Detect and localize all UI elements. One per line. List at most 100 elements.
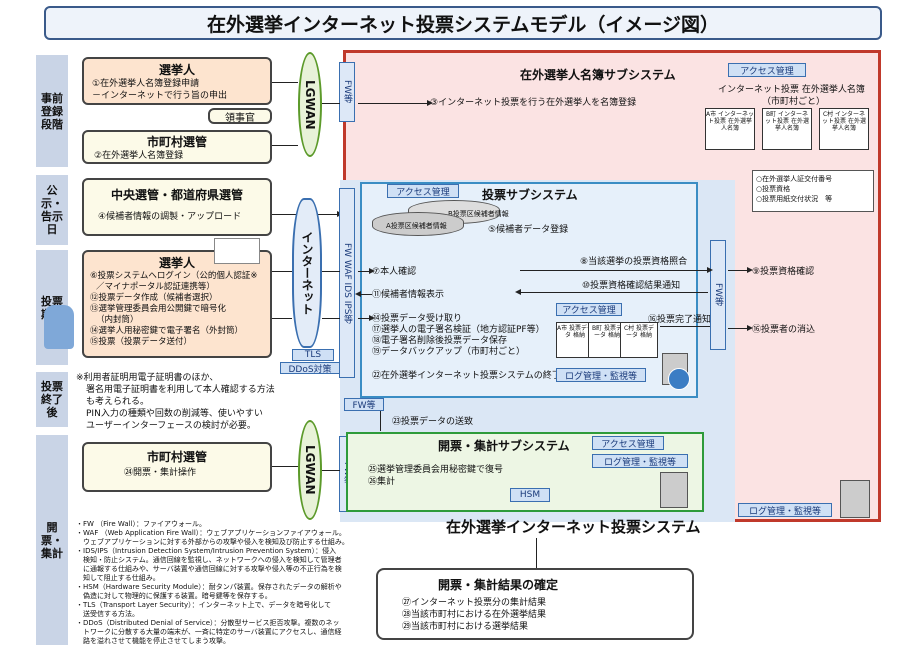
step-23: ㉓投票データの送致 bbox=[392, 417, 474, 427]
consulate-box: 領事官 bbox=[208, 108, 272, 124]
step-22: ㉒在外選挙インターネット投票システムの終了 bbox=[372, 371, 561, 381]
arrow-step11 bbox=[355, 291, 372, 297]
db-a bbox=[372, 212, 464, 236]
glossary-3: ウェブアプリケーションに対する外部からの攻撃や侵入を検知及び防止する仕組み。 bbox=[76, 538, 349, 546]
voter2-title: 選挙人 bbox=[158, 256, 195, 270]
glossary-11: 送受信する方法。 bbox=[76, 610, 139, 618]
registry-title: 在外選挙人名簿サブシステム bbox=[520, 68, 676, 82]
step-9: ⑨投票資格確認 bbox=[752, 267, 815, 277]
arrow-step23 bbox=[380, 411, 381, 431]
arrow-step14 bbox=[358, 315, 375, 321]
city2-title: 市町村選管 bbox=[146, 450, 207, 464]
city-line1: ②在外選挙人名簿登録 bbox=[94, 151, 184, 161]
note-3: も考えられる。 bbox=[86, 397, 150, 407]
lgwan-bottom: LGWAN bbox=[298, 420, 322, 520]
step-17: ⑰選挙人の電子署名検証（地方認証PF等） bbox=[372, 325, 545, 335]
city-box-2: 市町村選管 ㉔開票・集計操作 bbox=[82, 442, 272, 492]
voter-box-1: 選挙人 ①在外選挙人名簿登録申請 －インターネットで行う旨の申出 bbox=[82, 57, 272, 105]
link-city-lgwan bbox=[272, 145, 298, 146]
registry-info-box: ○在外選挙人証交付番号 ○投票資格 ○投票用紙交付状況 等 bbox=[752, 170, 874, 212]
count-title: 開票・集計サブシステム bbox=[438, 439, 570, 453]
link-city2-lgwan bbox=[272, 466, 298, 467]
result-box: 開票・集計結果の確定 ㉗インターネット投票分の集計結果 ㉘当該市町村における在外… bbox=[376, 568, 694, 640]
link-lgwan-fw bbox=[322, 103, 340, 104]
phase-count: 開票・集計 bbox=[36, 435, 68, 645]
page-title: 在外選挙インターネット投票システムモデル（イメージ図） bbox=[44, 6, 882, 40]
glossary-5: 検知・防止システム。通信回線を監視し、ネットワークへの侵入を検知して管理者 bbox=[76, 556, 342, 564]
lgwan-top: LGWAN bbox=[298, 52, 322, 157]
step-19: ⑲データバックアップ（市町村ごと） bbox=[372, 347, 526, 357]
registry-doc-c: C村 インターネット投票 在外選挙人名簿 bbox=[819, 108, 869, 150]
central-title: 中央選管・都道府県選管 bbox=[110, 188, 243, 202]
registry-info-2: ○投票資格 bbox=[756, 185, 791, 193]
step-18: ⑱電子署名削除後投票データ保存 bbox=[372, 336, 508, 346]
registry-info-3: ○投票用紙交付状況 等 bbox=[756, 195, 833, 203]
step-16b: ⑯投票者の消込 bbox=[752, 325, 816, 335]
right-log-tag: ログ管理・監視等 bbox=[738, 503, 832, 517]
city-title: 市町村選管 bbox=[146, 135, 207, 149]
db-b-label: B投票区候補者情報 bbox=[448, 210, 509, 218]
fw-middle: FW等 bbox=[710, 240, 726, 350]
registry-db-title: インターネット投票 在外選挙人名簿 bbox=[718, 85, 865, 95]
arrow-step10 bbox=[515, 289, 708, 295]
system-label: 在外選挙インターネット投票システム bbox=[446, 518, 701, 536]
phase-pre: 事前登録段階 bbox=[36, 55, 68, 167]
link-voter2-internet-2 bbox=[272, 318, 292, 319]
voting-access-tag: アクセス管理 bbox=[387, 184, 459, 198]
voter-title: 選挙人 bbox=[158, 63, 195, 77]
step-25: ㉕選挙管理委員会用秘密鍵で復号 bbox=[368, 465, 504, 475]
result-title: 開票・集計結果の確定 bbox=[438, 578, 559, 592]
voter2-l6: ⑥投票システムへログイン（公的個人認証※ bbox=[90, 271, 258, 281]
result-l28: ㉘当該市町村における在外選挙結果 bbox=[402, 610, 547, 620]
arrow-step9 bbox=[728, 267, 753, 273]
person-icon bbox=[44, 305, 74, 349]
arrow-step7 bbox=[358, 268, 375, 274]
globe-icon bbox=[668, 368, 690, 390]
link-voter-lgwan bbox=[272, 82, 298, 83]
registry-doc-b: B町 インターネット投票 在外選挙人名簿 bbox=[762, 108, 812, 150]
voter2-l12: ⑫投票データ作成（候補者選択） bbox=[90, 293, 218, 303]
internet-oval: インターネット bbox=[292, 198, 322, 348]
step-26: ㉖集計 bbox=[368, 477, 396, 487]
arrow-step3 bbox=[358, 100, 433, 106]
ddos-tag: DDoS対策 bbox=[280, 362, 340, 375]
city-box-1: 市町村選管 ②在外選挙人名簿登録 bbox=[82, 130, 272, 164]
central-line1: ④候補者情報の調製・アップロード bbox=[98, 212, 242, 222]
arrow-step16b bbox=[728, 325, 753, 331]
phase-after: 投票終了後 bbox=[36, 372, 68, 427]
count-log-tag: ログ管理・監視等 bbox=[592, 454, 688, 468]
glossary-4: ・IDS/IPS（Intrusion Detection System/Intr… bbox=[76, 547, 337, 555]
glossary-14: 路を溢れさせて機能を停止させてしまう攻撃。 bbox=[76, 637, 230, 645]
registry-doc-a: A市 インターネット投票 在外選挙人名簿 bbox=[705, 108, 755, 150]
note-2: 署名用電子証明書を利用して本人確認する方法 bbox=[86, 385, 275, 395]
fw-top: FW等 bbox=[339, 62, 355, 122]
voter-line2: －インターネットで行う旨の申出 bbox=[92, 91, 228, 101]
vote-box-c: C村 投票データ 格納 bbox=[620, 322, 658, 358]
step-7: ⑦本人確認 bbox=[372, 267, 417, 277]
registry-db-sub: （市町村ごと） bbox=[762, 97, 826, 107]
voting-log-tag: ログ管理・監視等 bbox=[556, 368, 646, 382]
note-block: ※利用者証明用電子証明書のほか、 署名用電子証明書を利用して本人確認する方法 も… bbox=[76, 372, 292, 432]
glossary-10: ・TLS（Transport Layer Security）：インターネット上で… bbox=[76, 601, 332, 609]
hsm-tag: HSM bbox=[510, 488, 550, 502]
step-3: ③インターネット投票を行う在外選挙人を名簿登録 bbox=[430, 98, 637, 108]
glossary-8: ・HSM（Hardware Security Module）：耐タンパ装置。保存… bbox=[76, 583, 342, 591]
registry-info-1: ○在外選挙人証交付番号 bbox=[756, 175, 833, 183]
glossary-7: 知して阻止する仕組み。 bbox=[76, 574, 160, 582]
voter2-l14: ⑭選挙人用秘密鍵で電子署名（外封筒） bbox=[90, 326, 244, 336]
link-voter2-internet bbox=[272, 271, 292, 272]
phase-announce: 公示・告示日 bbox=[36, 175, 68, 245]
step-11: ⑪候補者情報表示 bbox=[372, 290, 445, 300]
voter-box-2: 選挙人 ⑥投票システムへログイン（公的個人認証※ ／マイナポータル認証連携等） … bbox=[82, 250, 272, 358]
glossary: ・FW （Fire Wall）：ファイアウォール。 ・WAF （Web Appl… bbox=[76, 520, 366, 646]
voter2-l6b: ／マイナポータル認証連携等） bbox=[96, 282, 215, 292]
link-internet-fw-2 bbox=[322, 318, 340, 319]
db-a-label: A投票区候補者情報 bbox=[386, 222, 447, 230]
arrow-to-result bbox=[536, 538, 537, 568]
voter2-l13b: （内封筒） bbox=[96, 315, 139, 325]
result-l29: ㉙当該市町村における選挙結果 bbox=[402, 622, 529, 632]
note-4: PIN入力の種類や回数の削減等、使いやすい bbox=[86, 409, 263, 419]
glossary-12: ・DDoS（Distributed Denial of Service）：分散型… bbox=[76, 619, 340, 627]
glossary-2: ・WAF （Web Application Fire Wall）：ウェブアプリケ… bbox=[76, 529, 346, 537]
note-1: ※利用者証明用電子証明書のほか、 bbox=[76, 373, 219, 383]
